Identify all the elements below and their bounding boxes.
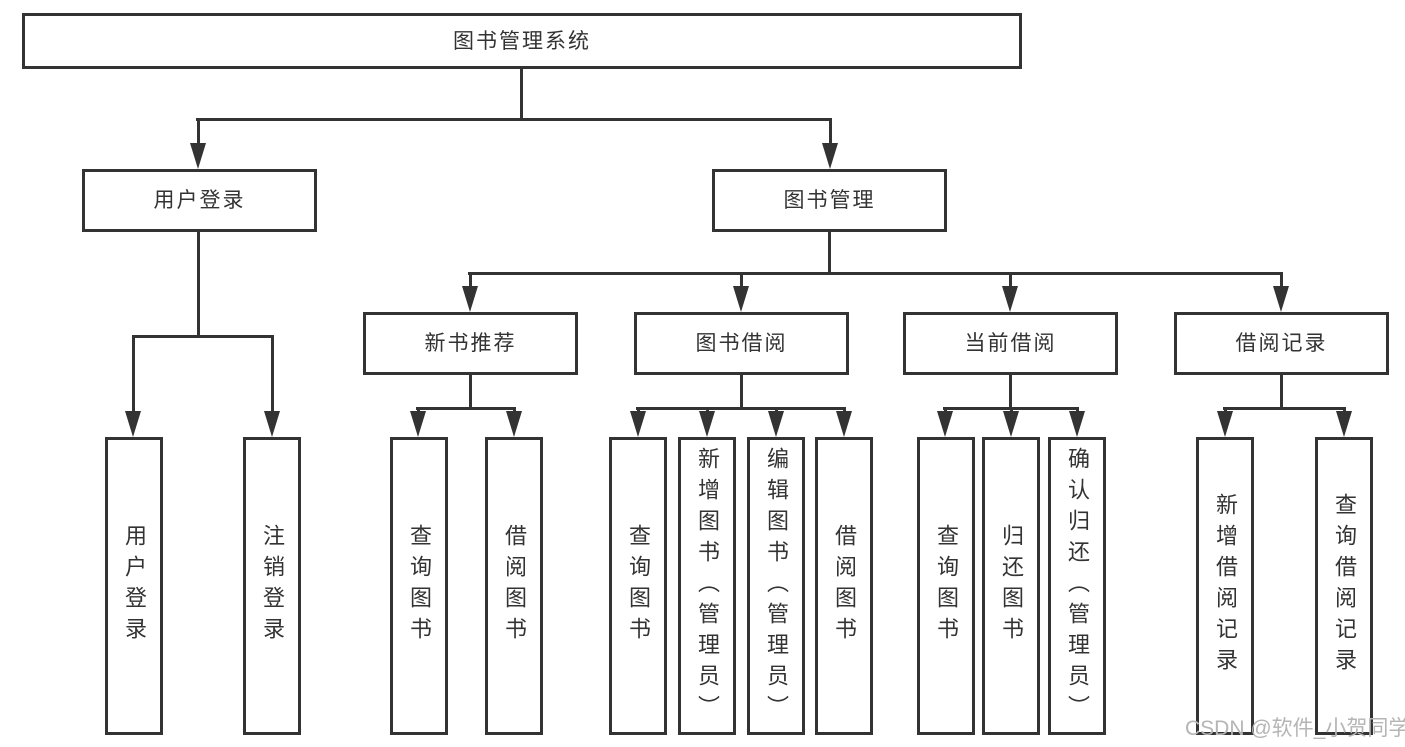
connector-stem [829,118,832,145]
node-leaf-borrow-books-1-label: 借阅图书 [502,524,527,648]
arrowhead [1069,411,1085,437]
node-leaf-query-books-2-label: 查询图书 [626,524,651,648]
arrowhead [125,411,141,437]
connector-book-borrow-hline [636,407,845,410]
connector-root-vline [520,69,523,121]
node-leaf-edit-books-admin: 编辑图书（管理员） [747,437,805,735]
connector-stem [132,335,135,413]
node-book-borrow: 图书借阅 [634,312,849,375]
node-leaf-add-borrow-record: 新增借阅记录 [1196,437,1254,735]
arrowhead [462,286,478,312]
arrowhead [1273,286,1289,312]
node-leaf-query-books-3-label: 查询图书 [934,524,959,648]
connector-stem [469,272,472,289]
node-book-management-label: 图书管理 [783,189,876,212]
node-leaf-logout-label: 注销登录 [260,524,285,648]
connector-stem [197,118,200,145]
arrowhead [1217,411,1233,437]
arrowhead [937,411,953,437]
arrowhead [506,411,522,437]
watermark: CSDN @软件_小贺同学 [1185,717,1405,740]
connector-stem [1280,272,1283,289]
node-user-login-label: 用户登录 [153,189,246,212]
arrowhead [410,411,426,437]
node-borrow-records: 借阅记录 [1174,312,1389,375]
node-leaf-query-books-1: 查询图书 [390,437,448,735]
node-leaf-query-borrow-record-label: 查询借阅记录 [1332,493,1357,679]
connector-stem [740,272,743,289]
node-leaf-add-books-admin: 新增图书（管理员） [678,437,736,735]
node-root-label: 图书管理系统 [453,29,591,53]
connector-stem [1009,272,1012,289]
node-leaf-confirm-return-admin: 确认归还（管理员） [1048,437,1106,735]
arrowhead [1002,286,1018,312]
connector-root-hline [196,118,832,121]
node-leaf-borrow-books-2-label: 借阅图书 [832,524,857,648]
node-book-borrow-label: 图书借阅 [695,332,788,355]
arrowhead [264,411,280,437]
connector-new-book-vline [469,374,472,410]
node-leaf-borrow-books-1: 借阅图书 [485,437,543,735]
node-current-borrow-label: 当前借阅 [964,332,1057,355]
node-root: 图书管理系统 [22,13,1022,69]
node-new-book-recommend-label: 新书推荐 [424,332,517,355]
node-leaf-add-borrow-record-label: 新增借阅记录 [1213,493,1238,679]
connector-book-management-vline [828,231,831,275]
node-leaf-query-books-3: 查询图书 [917,437,975,735]
node-book-management: 图书管理 [712,169,947,232]
node-leaf-confirm-return-admin-label: 确认归还（管理员） [1065,446,1090,726]
arrowhead [768,411,784,437]
node-leaf-edit-books-admin-label: 编辑图书（管理员） [764,446,789,726]
node-leaf-query-borrow-record: 查询借阅记录 [1315,437,1373,735]
node-leaf-user-login-label: 用户登录 [122,524,147,648]
arrowhead [1003,411,1019,437]
arrowhead [190,143,206,169]
node-leaf-user-login: 用户登录 [105,437,163,735]
node-leaf-return-books-label: 归还图书 [999,524,1024,648]
node-leaf-add-books-admin-label: 新增图书（管理员） [695,446,720,726]
connector-user-login-hline [132,335,274,338]
arrowhead [733,286,749,312]
arrowhead [630,411,646,437]
node-leaf-return-books: 归还图书 [982,437,1040,735]
connector-borrow-records-hline [1223,407,1346,410]
connector-stem [271,335,274,413]
node-borrow-records-label: 借阅记录 [1235,332,1328,355]
arrowhead [836,411,852,437]
node-leaf-logout: 注销登录 [243,437,301,735]
node-leaf-query-books-1-label: 查询图书 [407,524,432,648]
connector-current-borrow-vline [1009,374,1012,410]
arrowhead [1336,411,1352,437]
connector-new-book-hline [416,407,516,410]
node-user-login: 用户登录 [82,169,317,232]
arrowhead [699,411,715,437]
node-new-book-recommend: 新书推荐 [363,312,578,375]
connector-user-login-vline [197,232,200,337]
arrowhead [822,143,838,169]
connector-book-borrow-vline [740,374,743,410]
connector-borrow-records-vline [1280,374,1283,410]
connector-book-management-hline [468,272,1283,275]
node-leaf-borrow-books-2: 借阅图书 [815,437,873,735]
node-current-borrow: 当前借阅 [903,312,1118,375]
node-leaf-query-books-2: 查询图书 [609,437,667,735]
